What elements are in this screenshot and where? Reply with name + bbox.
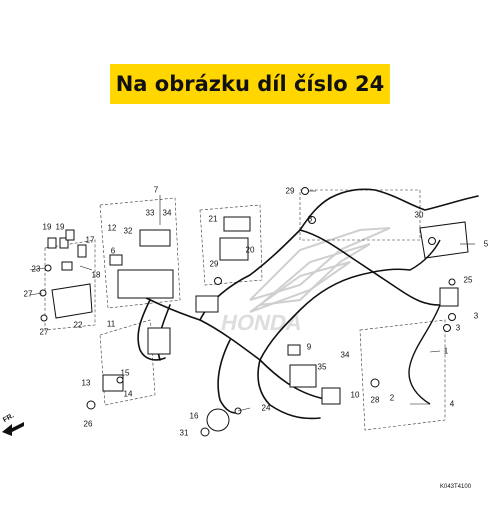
callout-10: 10 [350, 390, 360, 400]
callout-15: 15 [120, 368, 130, 378]
callout-20: 20 [245, 245, 255, 255]
banner-text: Na obrázku díl číslo 24 [115, 72, 385, 96]
callout-6: 6 [110, 246, 116, 256]
callout-31: 31 [179, 428, 189, 438]
callout-7: 7 [153, 185, 159, 195]
callout-26: 26 [83, 419, 93, 429]
callout-9: 9 [306, 342, 312, 352]
callout-27a: 27 [23, 289, 33, 299]
callout-2: 2 [389, 393, 395, 403]
callout-28: 28 [370, 395, 380, 405]
callout-25: 25 [463, 275, 473, 285]
front-arrow-icon [2, 422, 24, 436]
callout-14: 14 [123, 389, 133, 399]
callout-35: 35 [317, 362, 327, 372]
callout-12: 12 [107, 223, 117, 233]
callout-22: 22 [73, 320, 83, 330]
callout-17: 17 [85, 235, 95, 245]
callout-3b: 3 [455, 323, 461, 333]
callout-16: 16 [189, 411, 199, 421]
callout-19b: 19 [55, 222, 65, 232]
callout-11: 11 [106, 319, 116, 329]
callout-34a: 34 [162, 208, 172, 218]
callout-3a: 3 [473, 311, 479, 321]
part-banner: Na obrázku díl číslo 24 [110, 64, 390, 104]
callout-5: 5 [483, 239, 489, 249]
callout-33: 33 [145, 208, 155, 218]
svg-text:HONDA: HONDA [219, 310, 305, 335]
callout-29a: 29 [285, 186, 295, 196]
callout-30: 30 [414, 210, 424, 220]
callout-4: 4 [449, 399, 455, 409]
callout-23: 23 [31, 264, 41, 274]
callout-8: 8 [307, 214, 313, 224]
callout-1: 1 [443, 346, 449, 356]
callout-32: 32 [123, 226, 133, 236]
callout-18: 18 [91, 270, 101, 280]
callout-27b: 27 [39, 327, 49, 337]
callout-29b: 29 [209, 259, 219, 269]
callout-24: 24 [261, 403, 271, 413]
callout-13: 13 [81, 378, 91, 388]
callout-34b: 34 [340, 350, 350, 360]
drawing-code: K043T4100 [440, 484, 472, 490]
honda-wing-watermark: HONDA [219, 227, 391, 335]
callout-19a: 19 [42, 222, 52, 232]
callout-21: 21 [208, 214, 218, 224]
